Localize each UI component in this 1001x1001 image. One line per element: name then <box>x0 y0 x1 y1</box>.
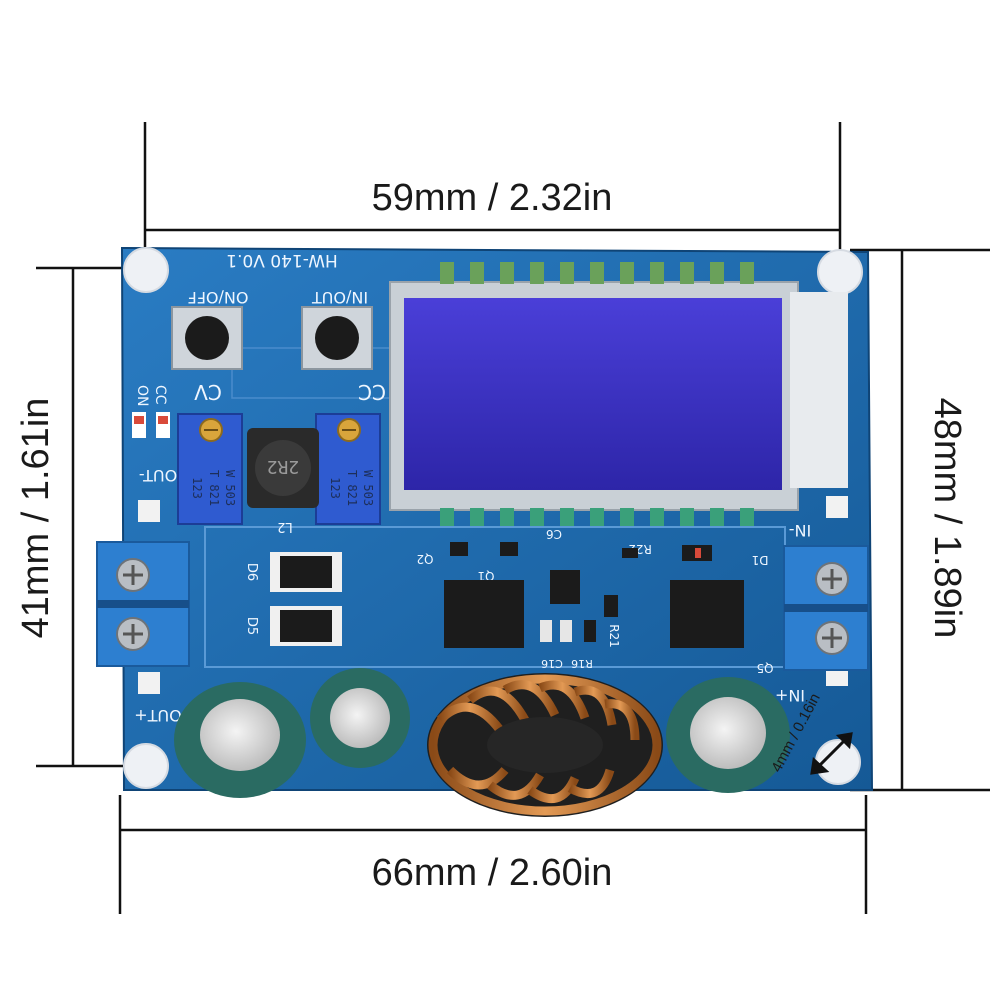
left-height-label: 41mm / 1.61in <box>15 398 57 639</box>
toroidal-inductor <box>427 673 663 817</box>
small-inductor: 2R2 <box>247 428 319 508</box>
r21-label: R21 <box>607 624 621 648</box>
pot-text: T 821 <box>207 470 221 506</box>
model-label: HW-140 V0.1 <box>226 250 338 270</box>
on-off-label: ON/OFF <box>188 288 249 307</box>
cc-led-label: CC <box>152 385 168 405</box>
input-terminal-block <box>783 545 869 671</box>
cv-potentiometer: W 503 T 821 123 <box>177 413 243 525</box>
status-leds <box>132 412 170 438</box>
on-led-label: ON <box>134 385 150 407</box>
cc-potentiometer: W 503 T 821 123 <box>315 413 381 525</box>
q1-label: Q1 <box>477 569 494 583</box>
d1-label: D1 <box>752 553 769 567</box>
c6-label: C6 <box>546 527 562 541</box>
capacitor <box>666 677 790 793</box>
q5-label: Q5 <box>756 661 773 675</box>
pot-text: W 503 <box>223 470 237 506</box>
bottom-width-label: 66mm / 2.60in <box>372 852 613 894</box>
pot-text: 123 <box>190 477 204 499</box>
pot-text: T 821 <box>345 470 359 506</box>
out-plus-label: OUT+ <box>134 706 181 725</box>
mounting-hole <box>123 247 863 789</box>
lcd-display <box>389 262 848 526</box>
in-minus-label: IN- <box>789 521 811 540</box>
pot-text: 123 <box>328 477 342 499</box>
r16-label: R16 <box>571 657 593 670</box>
c16-label: C16 <box>541 657 563 670</box>
inductor-code: 2R2 <box>267 456 300 477</box>
right-height-label: 48mm / 1.89in <box>926 398 968 639</box>
d6-label: D6 <box>244 563 259 581</box>
capacitor <box>310 668 410 768</box>
smd-components <box>270 542 744 648</box>
q2-label: Q2 <box>416 552 433 566</box>
out-minus-label: OUT- <box>139 466 177 485</box>
output-terminal-block <box>96 541 190 667</box>
on-off-button <box>171 306 243 370</box>
in-out-label: IN/OUT <box>312 288 368 307</box>
l2-label: L2 <box>277 519 293 534</box>
silkscreen-labels: HW-140 V0.1 ON/OFF IN/OUT CV CC ON CC OU… <box>134 250 811 725</box>
in-plus-label: IN+ <box>775 686 805 705</box>
hole-size-arrow <box>810 732 853 775</box>
d5-label: D5 <box>244 617 259 635</box>
top-width-label: 59mm / 2.32in <box>372 177 613 219</box>
capacitor <box>174 682 306 798</box>
cc-label: CC <box>358 380 386 404</box>
cv-label: CV <box>194 380 222 404</box>
in-out-button <box>301 306 373 370</box>
dimension-lines <box>36 122 990 914</box>
pot-text: W 503 <box>361 470 375 506</box>
